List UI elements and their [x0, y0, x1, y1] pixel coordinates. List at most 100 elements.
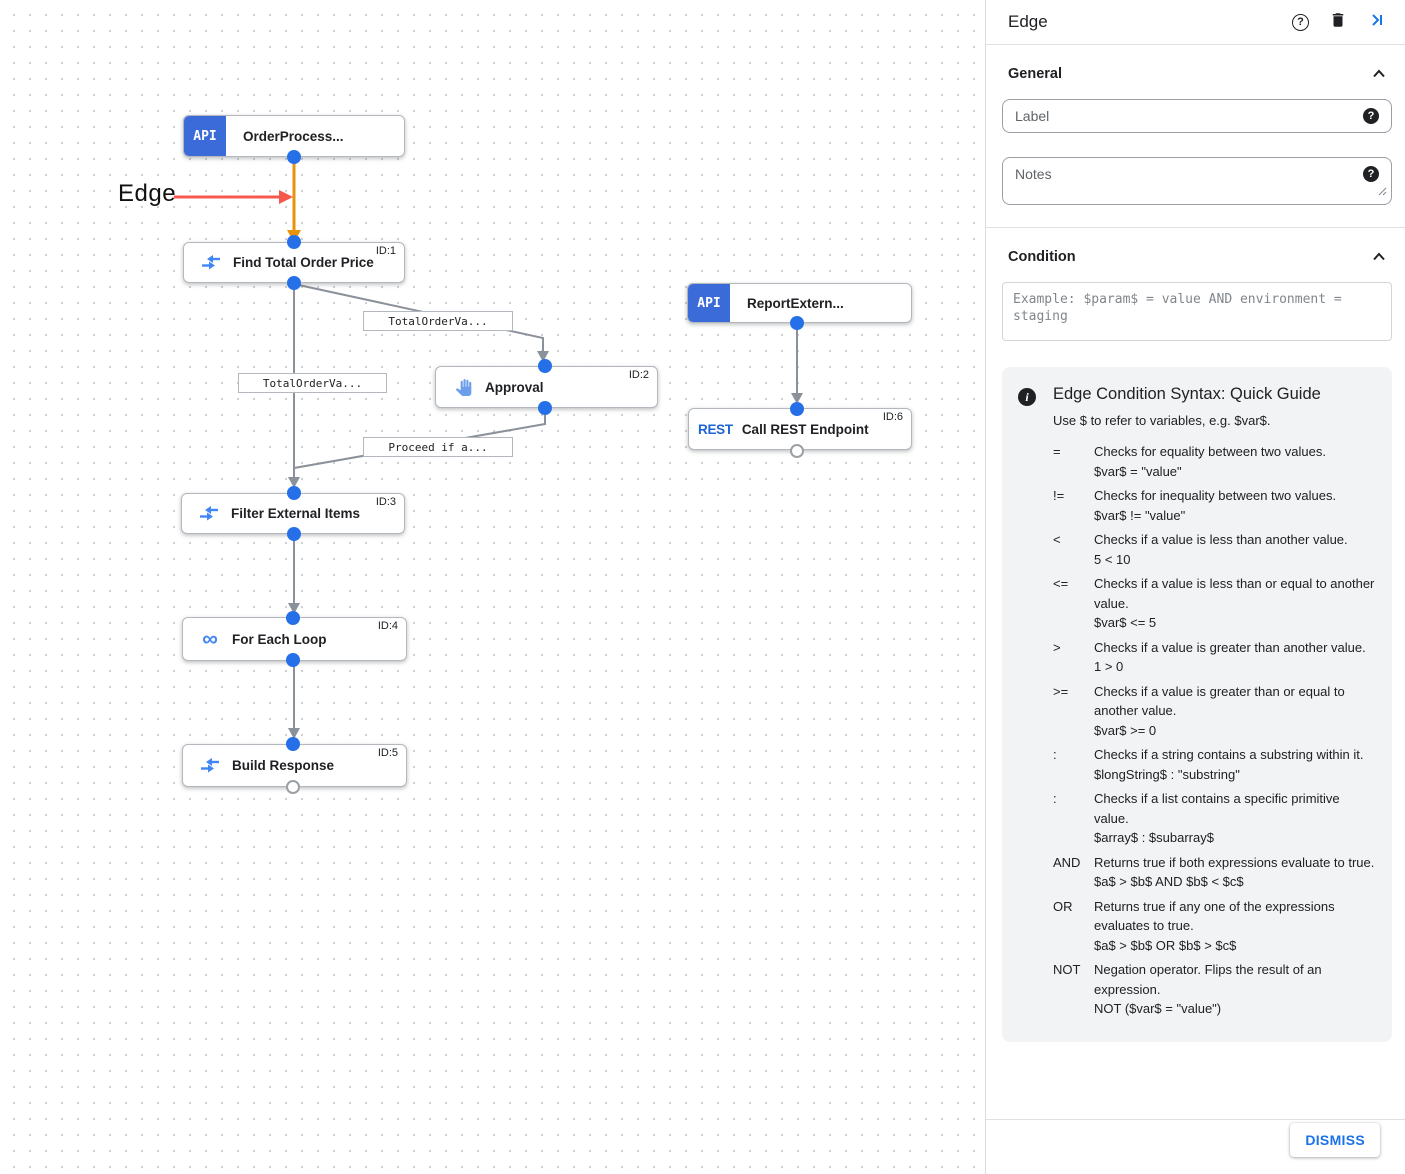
node-id-badge: ID:5 [377, 747, 398, 759]
node-connector[interactable] [287, 527, 301, 541]
guide-operator: <= [1053, 576, 1069, 591]
node-order-process[interactable]: API OrderProcess... [183, 115, 405, 157]
guide-description: Checks if a value is greater than anothe… [1094, 639, 1366, 655]
node-id-badge: ID:2 [628, 369, 649, 381]
api-icon: API [688, 284, 730, 322]
chevron-up-icon[interactable] [1373, 65, 1385, 83]
node-connector-open[interactable] [286, 780, 300, 794]
node-connector[interactable] [286, 611, 300, 625]
edge-condition-label[interactable]: Proceed if a... [363, 437, 513, 457]
guide-operator: AND [1053, 854, 1081, 870]
node-connector[interactable] [538, 401, 552, 415]
general-section-title: General [1008, 66, 1062, 82]
node-connector[interactable] [287, 150, 301, 164]
node-id-badge: ID:3 [375, 496, 396, 508]
label-help-icon[interactable]: ? [1363, 108, 1379, 124]
general-section: General ? ? [986, 45, 1405, 205]
node-connector[interactable] [287, 235, 301, 249]
guide-description: Returns true if any one of the expressio… [1094, 898, 1335, 934]
section-divider [986, 227, 1405, 228]
guide-example: $var$ <= 5 [1094, 615, 1157, 630]
guide-row: AND Returns true if both expressions eva… [1053, 853, 1376, 892]
node-title: Filter External Items [231, 506, 361, 521]
condition-section: Condition i Edge Condition Syntax: Quick… [986, 228, 1405, 1042]
delete-icon[interactable] [1329, 11, 1347, 34]
guide-example: $a$ > $b$ OR $b$ > $c$ [1094, 937, 1237, 953]
data-mapping-icon [199, 255, 223, 270]
node-id-badge: ID:1 [375, 245, 396, 257]
resize-handle-icon[interactable] [1378, 183, 1387, 201]
edge-properties-panel: Edge ? General ? ? [985, 0, 1405, 1174]
collapse-panel-icon[interactable] [1367, 11, 1385, 34]
notes-input[interactable] [1002, 157, 1392, 205]
rest-icon: REST [698, 421, 733, 437]
guide-description: Checks if a value is greater than or equ… [1094, 683, 1345, 719]
edge-condition-label[interactable]: TotalOrderVa... [363, 311, 513, 331]
guide-description: Negation operator. Flips the result of a… [1094, 962, 1322, 997]
data-mapping-icon [198, 758, 222, 773]
node-connector[interactable] [538, 359, 552, 373]
node-title: OrderProcess... [243, 128, 344, 144]
guide-description: Checks for equality between two values. [1094, 444, 1326, 459]
guide-description: Checks for inequality between two values… [1094, 488, 1337, 503]
guide-example: $var$ >= 0 [1094, 722, 1157, 738]
guide-row: NOT Negation operator. Flips the result … [1053, 960, 1376, 1019]
guide-example: NOT ($var$ = "value") [1094, 1001, 1222, 1016]
node-connector[interactable] [286, 653, 300, 667]
guide-example: $var$ != "value" [1094, 507, 1186, 523]
node-connector[interactable] [287, 486, 301, 500]
guide-operator: OR [1053, 898, 1073, 914]
guide-operator: : [1053, 747, 1057, 762]
guide-operator: >= [1053, 683, 1069, 699]
node-id-badge: ID:6 [882, 411, 903, 423]
label-input[interactable] [1002, 99, 1392, 133]
node-connector-open[interactable] [790, 444, 804, 458]
panel-footer: DISMISS [986, 1119, 1405, 1174]
chevron-up-icon[interactable] [1373, 248, 1385, 266]
notes-help-icon[interactable]: ? [1363, 166, 1379, 182]
panel-header: Edge ? [986, 0, 1405, 45]
guide-operator: < [1053, 532, 1061, 547]
edge-condition-label[interactable]: TotalOrderVa... [238, 373, 387, 393]
guide-example: $array$ : $subarray$ [1094, 830, 1214, 845]
info-icon: i [1018, 388, 1036, 406]
node-connector[interactable] [287, 276, 301, 290]
guide-row: OR Returns true if any one of the expres… [1053, 897, 1376, 956]
guide-operator: NOT [1053, 962, 1081, 977]
guide-example: 5 < 10 [1094, 551, 1131, 567]
condition-section-title: Condition [1008, 249, 1076, 265]
guide-row: = Checks for equality between two values… [1053, 442, 1376, 481]
guide-example: $a$ > $b$ AND $b$ < $c$ [1094, 874, 1244, 889]
node-title: Build Response [232, 758, 335, 773]
dismiss-button[interactable]: DISMISS [1290, 1123, 1380, 1157]
guide-description: Checks if a value is less than another v… [1094, 532, 1348, 547]
condition-syntax-guide: i Edge Condition Syntax: Quick Guide Use… [1002, 367, 1392, 1042]
condition-input[interactable] [1002, 282, 1392, 341]
guide-title: Edge Condition Syntax: Quick Guide [1053, 385, 1321, 403]
guide-operator: = [1053, 444, 1061, 459]
guide-row: != Checks for inequality between two val… [1053, 486, 1376, 525]
edge-annotation-label: Edge [118, 180, 177, 207]
flow-edges [174, 157, 803, 739]
flow-canvas[interactable]: Edge API OrderProcess... Find Total Orde… [0, 0, 985, 1174]
help-icon[interactable]: ? [1292, 13, 1309, 31]
node-connector[interactable] [286, 737, 300, 751]
infinity-icon: ∞ [202, 626, 218, 651]
guide-operator: > [1053, 639, 1061, 655]
guide-description: Checks if a list contains a specific pri… [1094, 791, 1340, 826]
node-title: Find Total Order Price [233, 255, 374, 270]
guide-row: : Checks if a list contains a specific p… [1053, 789, 1376, 848]
guide-operator: != [1053, 488, 1065, 503]
approval-hand-icon [451, 378, 475, 396]
guide-description: Returns true if both expressions evaluat… [1094, 854, 1375, 870]
node-connector[interactable] [790, 316, 804, 330]
node-title: For Each Loop [232, 631, 327, 647]
node-connector[interactable] [790, 402, 804, 416]
guide-row: <= Checks if a value is less than or equ… [1053, 574, 1376, 633]
data-mapping-icon [197, 506, 221, 521]
guide-row: < Checks if a value is less than another… [1053, 530, 1376, 569]
node-title: Approval [485, 379, 544, 395]
guide-operator: : [1053, 791, 1057, 806]
annotation-arrowhead [279, 190, 293, 204]
guide-example: 1 > 0 [1094, 659, 1124, 674]
